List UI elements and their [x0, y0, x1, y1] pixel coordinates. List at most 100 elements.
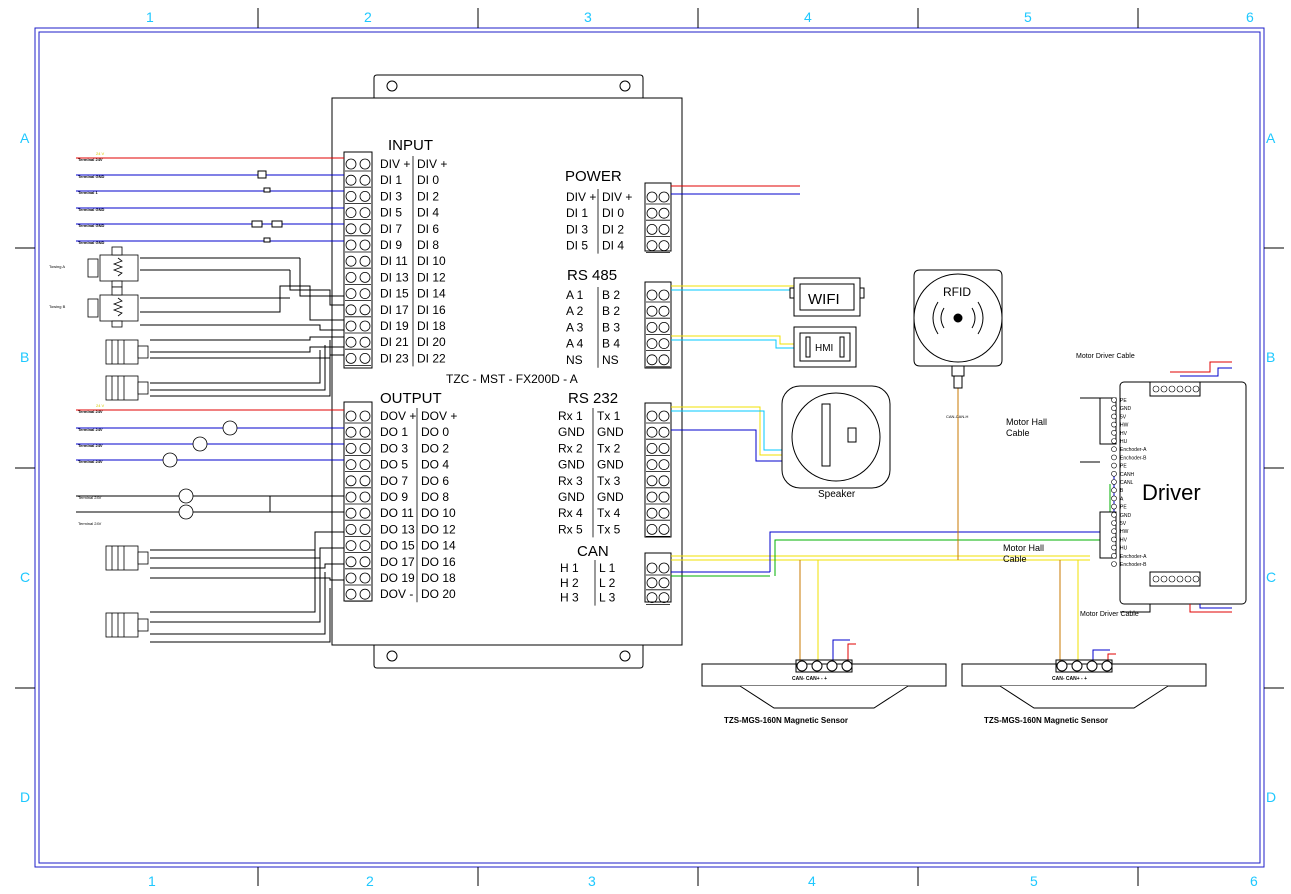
input-pin-label: DI 18 [417, 319, 446, 333]
rs232-pin-label: Tx 5 [597, 522, 621, 536]
driver-pin-label: PE [1120, 464, 1127, 470]
terminal-screw [359, 410, 371, 422]
driver-pin-label: HU [1120, 546, 1128, 552]
input-pin-label: DI 1 [380, 173, 402, 187]
output-pin-label: DO 4 [421, 458, 449, 472]
terminal-screw [345, 352, 357, 364]
driver-pin-label: CANL [1120, 480, 1134, 486]
driver-pin-screw [1111, 462, 1117, 469]
terminal-screw [646, 305, 658, 317]
rs232-pin-label: Rx 4 [558, 506, 583, 520]
can-pin-label: L 3 [599, 591, 616, 605]
driver-pin-label: 5V [1120, 521, 1127, 527]
terminal-screw [359, 255, 371, 267]
right-wiring [671, 185, 1116, 662]
output-pin-label: DO 2 [421, 441, 449, 455]
driver-top-screw [1152, 385, 1160, 393]
driver-pin-screw [1111, 561, 1117, 567]
input-pin-label: DI 5 [380, 206, 402, 220]
driver-pin-screw [1111, 511, 1117, 518]
rs232-pin-label: GND [558, 458, 585, 472]
terminal-screw [658, 491, 670, 503]
rs232-pin-label: GND [597, 490, 624, 504]
output-pin-label: DO 8 [421, 490, 449, 504]
output-pin-label: DO 18 [421, 571, 456, 585]
motor-hall-label-1: Motor Hall [1006, 417, 1047, 427]
label-terminal-1: Terminal 1 [78, 190, 98, 195]
input-pin-label: DI 8 [417, 238, 439, 252]
driver-pin-screw [1111, 536, 1117, 543]
input-pin-label: DI 20 [417, 335, 446, 349]
rs232-pin-label: Tx 4 [597, 506, 621, 520]
label-towing-b: Towing B [49, 304, 66, 309]
col-label-bottom-1: 1 [148, 873, 156, 889]
terminal-screw [345, 207, 357, 219]
input-title: INPUT [388, 137, 433, 154]
label-towing-a: Towing A [49, 264, 65, 269]
terminal-screw [658, 321, 670, 333]
rs485-pin-label: B 2 [602, 304, 620, 318]
terminal-screw [646, 321, 658, 333]
rs232-pin-label: Rx 5 [558, 522, 583, 536]
controller-body [331, 74, 683, 669]
terminal-screw [345, 507, 357, 519]
output-pin-label: DO 13 [380, 522, 415, 536]
driver-pin-label: HV [1120, 537, 1128, 543]
terminal-screw [345, 223, 357, 235]
sensor-right-pins: CAN- CAN+ - + [1052, 676, 1087, 682]
input-pin-label: DI 22 [417, 351, 446, 365]
col-label-top-1: 1 [146, 9, 154, 25]
input-pin-label: DI 7 [380, 222, 402, 236]
terminal-screw [646, 562, 658, 574]
driver-bottom-screw [1176, 575, 1184, 583]
driver-pin-label: Enchoder-B [1120, 455, 1147, 461]
terminal-screw [359, 352, 371, 364]
row-label-right-a: A [1266, 130, 1276, 146]
output-pin-label: DO 11 [380, 506, 414, 520]
rs485-pin-label: B 2 [602, 288, 620, 302]
rs232-pin-label: GND [597, 425, 624, 439]
terminal-screw [658, 507, 670, 519]
driver-pin-label: HU [1120, 439, 1128, 445]
controller-model: TZC - MST - FX200D - A [446, 372, 578, 386]
input-pin-label: DI 6 [417, 222, 439, 236]
speaker-module [781, 385, 891, 489]
terminal-screw [345, 336, 357, 348]
lamp-icon-4 [178, 488, 194, 504]
terminal-screw [646, 524, 658, 535]
rs232-pin-label: GND [558, 490, 585, 504]
label-terminal-24v-5: Terminal 24V [78, 459, 103, 464]
terminal-screw [646, 507, 658, 519]
driver-bottom-screw [1160, 575, 1168, 583]
terminal-screw [359, 459, 371, 471]
label-terminal-24v-1: Terminal 24V [78, 157, 103, 162]
driver-pin-screw [1111, 520, 1117, 526]
grid-labels: 1 2 3 4 5 6 1 2 3 4 5 6 A B C D A B C D [20, 9, 1276, 889]
power-title: POWER [565, 168, 622, 185]
magnetic-sensor-right [961, 659, 1207, 709]
terminal-screw [646, 289, 658, 301]
driver-pin-label: GND [1120, 513, 1132, 519]
terminal-screw [345, 540, 357, 551]
rs485-pin-label: A 4 [566, 337, 584, 351]
terminal-screw [658, 562, 670, 574]
can-rfid-label: CAN-CAN-H [946, 414, 969, 419]
terminal-screw [345, 572, 357, 584]
driver-bottom-screw [1192, 575, 1200, 583]
driver-pin-screw [1111, 446, 1117, 453]
terminal-screw [658, 289, 670, 301]
terminal-screw [658, 354, 670, 366]
driver-pin-label: Enchoder-A [1120, 447, 1147, 453]
drawing-frame [15, 8, 1284, 886]
output-pin-label: DO 0 [421, 425, 449, 439]
driver-bottom-screw [1184, 575, 1192, 583]
terminal-screw [658, 459, 670, 471]
output-pin-label: DOV + [421, 409, 457, 423]
terminal-screw [658, 240, 670, 252]
label-terminal-gnd-2: Terminal GND [78, 207, 104, 212]
sensor-right-label: TZS-MGS-160N Magnetic Sensor [984, 716, 1108, 725]
speaker-label: Speaker [818, 489, 856, 500]
output-pin-label: DO 15 [380, 539, 415, 553]
driver-top-screw [1176, 385, 1184, 393]
power-pin-label: DI 5 [566, 239, 588, 253]
